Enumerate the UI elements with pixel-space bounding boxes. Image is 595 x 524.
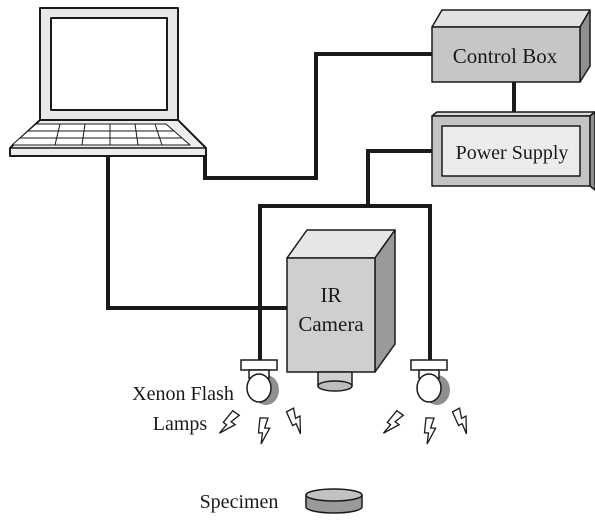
cable-laptop-to-control-box — [203, 52, 432, 180]
cables — [106, 52, 516, 360]
lightning-bolt-icon — [218, 409, 241, 434]
camera-front — [286, 257, 376, 373]
camera-lens — [317, 371, 353, 392]
lightning-bolt-icon — [382, 409, 405, 434]
laptop-icon — [9, 7, 207, 157]
disk-icon — [305, 488, 363, 514]
power-supply-label: Power Supply — [456, 142, 569, 164]
camera-label-line2: Camera — [298, 312, 364, 336]
flash-bolts — [218, 407, 468, 445]
lamps-label-line1: Xenon Flash — [132, 383, 234, 405]
laptop-keyboard — [11, 123, 191, 146]
laptop-screen — [50, 17, 168, 111]
control-box-label: Control Box — [453, 44, 558, 68]
lightning-bolt-icon — [423, 417, 437, 445]
lightning-bolt-icon — [257, 417, 271, 445]
cable-laptop-to-camera — [106, 155, 290, 310]
cable-to-right-lamp — [368, 204, 432, 360]
flash-lamp-icon — [410, 359, 450, 405]
lightning-bolt-icon — [451, 407, 468, 435]
ir-camera — [286, 229, 396, 392]
control-box — [431, 9, 591, 83]
lightning-bolt-icon — [285, 407, 302, 435]
lamps-label-line2: Lamps — [153, 413, 208, 435]
specimen-label: Specimen — [200, 491, 279, 513]
power-supply — [431, 111, 595, 191]
flash-lamp-icon — [240, 359, 279, 405]
camera-label-line1: IR — [321, 283, 342, 307]
